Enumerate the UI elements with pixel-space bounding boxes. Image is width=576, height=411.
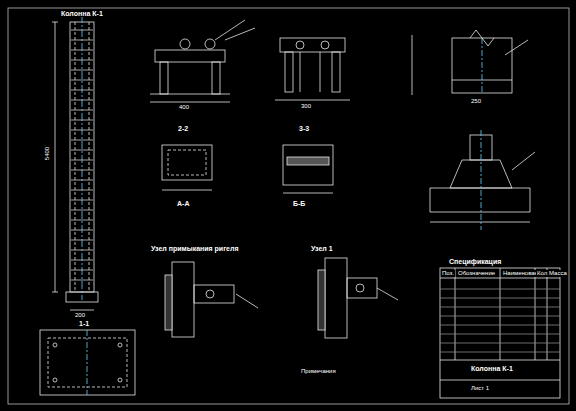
table-row-line [440, 325, 560, 326]
table-row-line [440, 289, 560, 290]
table-row-line [440, 343, 560, 344]
stirrup [71, 90, 93, 91]
stirrup [71, 250, 93, 251]
drawing-label: Поз. [441, 270, 455, 277]
drawing-label: Примечания [300, 368, 337, 375]
drawing-label: А-А [176, 200, 190, 207]
beam-joint-detail-2 [318, 258, 398, 338]
drawing-label: Масса [548, 270, 568, 277]
drawing-label: 2-2 [177, 125, 189, 132]
drawing-label: Спецификация [448, 258, 502, 265]
bracket-side-view [275, 38, 350, 100]
drawing-label: 200 [74, 312, 86, 319]
drawing-label: Б-Б [292, 200, 306, 207]
drawing-label: Колонна К-1 [60, 10, 104, 17]
column-elevation [52, 15, 98, 310]
drawing-label: Колонна К-1 [470, 365, 514, 372]
stirrup [71, 180, 93, 181]
stirrup [71, 210, 93, 211]
stirrup [71, 100, 93, 101]
drawing-label: 1-1 [78, 320, 90, 327]
table-row-line [440, 307, 560, 308]
stirrup [71, 50, 93, 51]
drawing-label: Узел 1 [310, 245, 334, 252]
stirrup [71, 60, 93, 61]
table-row-line [440, 352, 560, 353]
stirrup [71, 40, 93, 41]
stirrup [71, 280, 93, 281]
embedded-plate [412, 30, 528, 95]
title-block [440, 268, 560, 398]
stirrup [71, 240, 93, 241]
stirrup [71, 190, 93, 191]
column-plan [40, 330, 135, 395]
stirrup [71, 120, 93, 121]
stirrup [71, 140, 93, 141]
stirrup [71, 260, 93, 261]
drawing-label: 5400 [44, 146, 51, 161]
section-views [162, 145, 333, 193]
stirrup [71, 160, 93, 161]
drawing-label: 250 [470, 98, 482, 105]
beam-joint-detail-1 [165, 262, 258, 337]
stirrup [71, 150, 93, 151]
stirrup [71, 80, 93, 81]
stirrup [71, 220, 93, 221]
drawing-label: 300 [300, 103, 312, 110]
stirrup [71, 230, 93, 231]
stirrup [71, 110, 93, 111]
stirrup [71, 270, 93, 271]
stirrup [71, 30, 93, 31]
drawing-label: 3-3 [298, 125, 310, 132]
table-row-line [440, 334, 560, 335]
sheet-frame [8, 8, 569, 404]
stirrup [71, 200, 93, 201]
drawing-label: Лист 1 [470, 385, 490, 392]
drawing-label: Узел примыкания ригеля [150, 245, 240, 252]
table-row-line [440, 298, 560, 299]
bracket-elevation [150, 20, 255, 102]
table-row-line [440, 316, 560, 317]
stirrup [71, 170, 93, 171]
foundation-section [430, 130, 535, 230]
drawing-label: Обозначение [457, 270, 496, 277]
stirrup [71, 130, 93, 131]
drawing-label: 400 [178, 104, 190, 111]
stirrup [71, 70, 93, 71]
